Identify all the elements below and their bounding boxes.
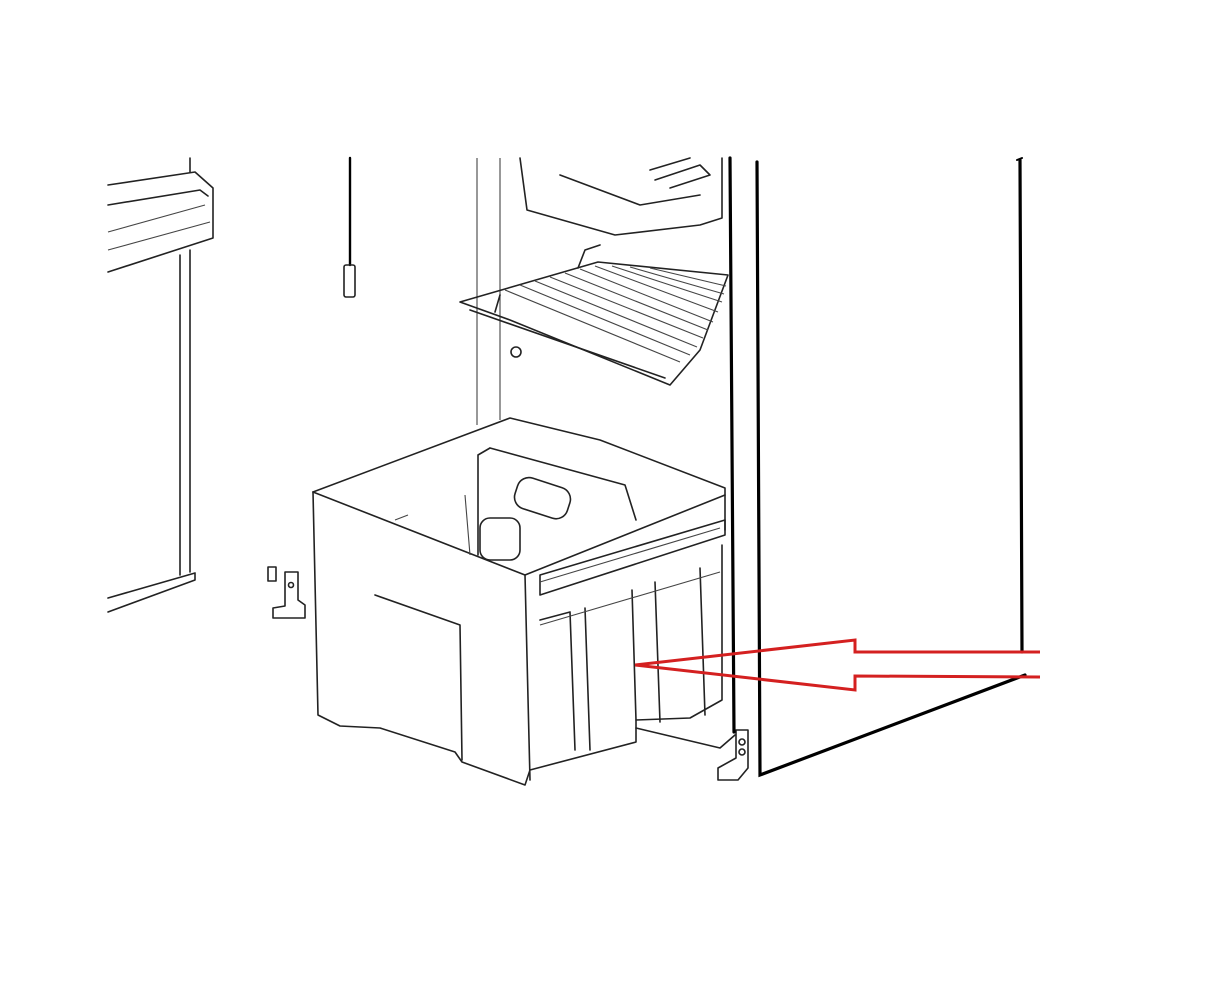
hinge-left — [267, 566, 306, 619]
refrigerator-door — [728, 156, 1027, 778]
freezer-bin — [312, 417, 726, 786]
wire-shelf — [459, 244, 729, 386]
pointer-arrow-icon — [634, 638, 1041, 692]
hinge-right — [635, 727, 749, 781]
sensor-cable — [343, 156, 356, 298]
cabinet-interior-walls — [476, 158, 522, 425]
ice-maker-unit — [519, 157, 723, 236]
left-door-panel — [107, 157, 214, 613]
